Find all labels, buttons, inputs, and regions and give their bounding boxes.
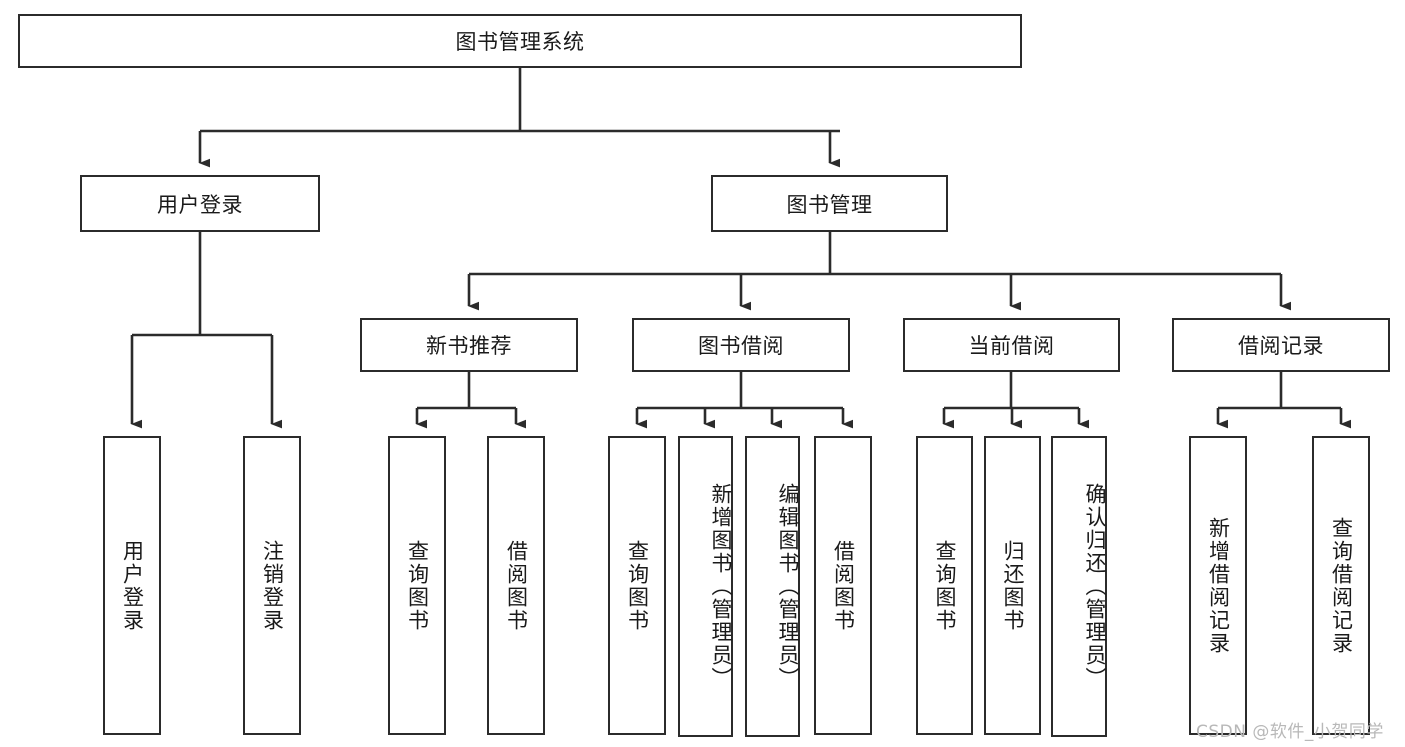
node-book-management-label: 图书管理	[786, 192, 873, 217]
node-current-borrow[interactable]: 当前借阅	[903, 318, 1120, 372]
leaf-add-borrow-record[interactable]: 新增借阅记录	[1189, 436, 1247, 735]
leaf-query-book-borrow-label: 查询图书	[625, 539, 650, 632]
leaf-logout-login-label: 注销登录	[260, 539, 285, 632]
leaf-query-book-newbook[interactable]: 查询图书	[388, 436, 446, 735]
leaf-add-book-admin-label: 新增图书（管理员）	[709, 483, 733, 690]
node-borrow-record-label: 借阅记录	[1238, 334, 1324, 358]
node-new-book-recommend[interactable]: 新书推荐	[360, 318, 578, 372]
leaf-confirm-return-admin-label: 确认归还（管理员）	[1083, 483, 1107, 690]
node-borrow-record[interactable]: 借阅记录	[1172, 318, 1390, 372]
leaf-query-book-current-label: 查询图书	[933, 539, 957, 632]
leaf-query-book-current[interactable]: 查询图书	[916, 436, 973, 735]
leaf-borrow-book-borrow[interactable]: 借阅图书	[814, 436, 872, 735]
leaf-user-login-label: 用户登录	[120, 539, 145, 632]
node-user-login-label: 用户登录	[157, 192, 243, 217]
leaf-query-borrow-record-label: 查询借阅记录	[1329, 516, 1354, 655]
leaf-query-borrow-record[interactable]: 查询借阅记录	[1312, 436, 1370, 735]
node-book-borrow[interactable]: 图书借阅	[632, 318, 850, 372]
leaf-user-login[interactable]: 用户登录	[103, 436, 161, 735]
leaf-logout-login[interactable]: 注销登录	[243, 436, 301, 735]
node-root[interactable]: 图书管理系统	[18, 14, 1022, 68]
leaf-borrow-book-newbook-label: 借阅图书	[504, 539, 529, 632]
leaf-edit-book-admin-label: 编辑图书（管理员）	[776, 483, 800, 690]
csdn-watermark: CSDN @软件_小贺同学	[1196, 722, 1384, 742]
leaf-return-book-label: 归还图书	[1001, 539, 1025, 632]
leaf-confirm-return-admin[interactable]: 确认归还（管理员）	[1051, 436, 1107, 737]
node-new-book-recommend-label: 新书推荐	[426, 334, 512, 358]
leaf-query-book-borrow[interactable]: 查询图书	[608, 436, 666, 735]
leaf-edit-book-admin[interactable]: 编辑图书（管理员）	[745, 436, 800, 737]
leaf-borrow-book-borrow-label: 借阅图书	[831, 539, 856, 632]
leaf-return-book[interactable]: 归还图书	[984, 436, 1041, 735]
node-root-label: 图书管理系统	[455, 30, 585, 54]
leaf-add-borrow-record-label: 新增借阅记录	[1206, 516, 1231, 655]
leaf-query-book-newbook-label: 查询图书	[405, 539, 430, 632]
leaf-borrow-book-newbook[interactable]: 借阅图书	[487, 436, 545, 735]
node-current-borrow-label: 当前借阅	[968, 334, 1055, 358]
node-book-borrow-label: 图书借阅	[698, 334, 784, 358]
node-book-management[interactable]: 图书管理	[711, 175, 948, 232]
leaf-add-book-admin[interactable]: 新增图书（管理员）	[678, 436, 733, 737]
node-user-login[interactable]: 用户登录	[80, 175, 320, 232]
